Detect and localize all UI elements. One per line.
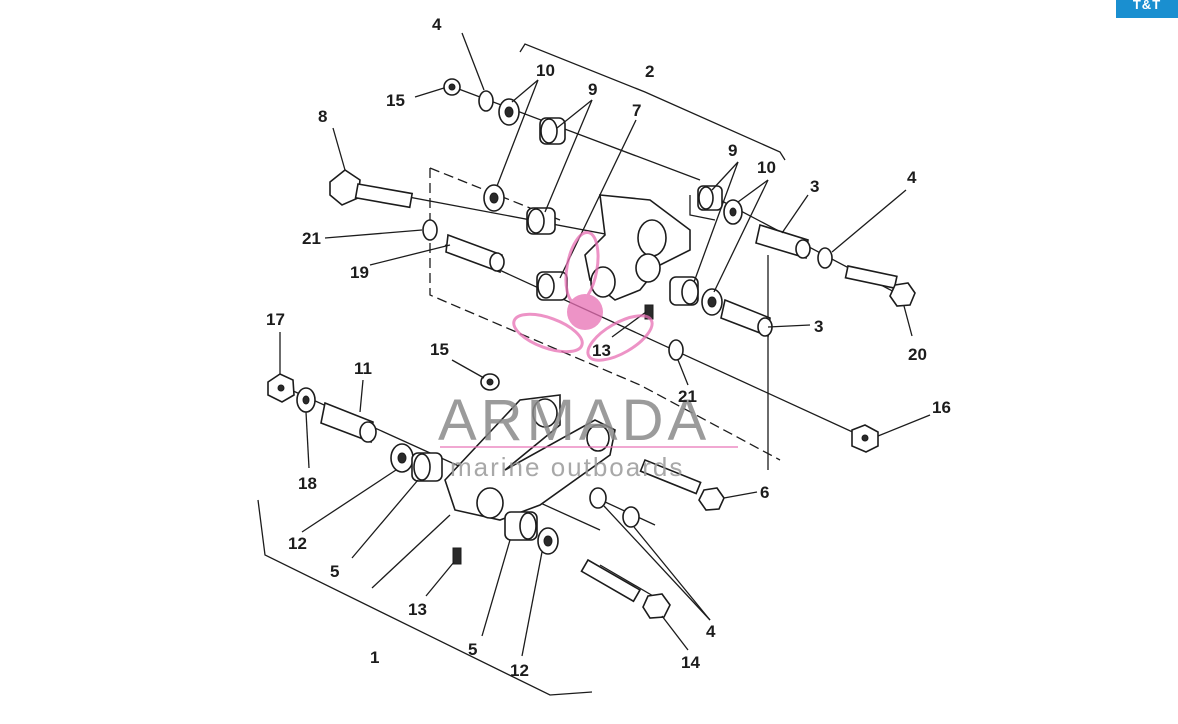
callout-10: 10 <box>536 61 555 80</box>
watermark-tagline: marine outboards <box>450 452 684 482</box>
corner-tab: T&T <box>1116 0 1178 18</box>
callout-5: 5 <box>330 562 339 581</box>
bushing-10-right <box>723 199 743 225</box>
callout-1: 1 <box>370 648 379 667</box>
bushing-12-right <box>537 527 559 555</box>
clip-21-left <box>422 219 438 241</box>
sleeve-11 <box>320 401 377 444</box>
bushing-12-left <box>390 443 414 473</box>
callout-12: 12 <box>288 534 307 553</box>
nut-16 <box>851 424 879 453</box>
callout-4: 4 <box>706 622 716 641</box>
callout-15: 15 <box>386 91 405 110</box>
callout-9: 9 <box>588 80 597 99</box>
callout-17: 17 <box>266 310 285 329</box>
callout-9: 9 <box>728 141 737 160</box>
bushing-5-left <box>411 452 443 482</box>
bushing-9-mid <box>526 207 556 235</box>
callout-4: 4 <box>907 168 917 187</box>
sleeve-3-upper <box>755 223 811 260</box>
watermark-brand: ARMADA <box>438 388 710 453</box>
bushing-5-right <box>504 511 538 541</box>
callout-19: 19 <box>350 263 369 282</box>
bushing-9-upper <box>539 117 566 145</box>
sleeve-19 <box>445 233 505 274</box>
callout-21: 21 <box>678 387 697 406</box>
callout-12: 12 <box>510 661 529 680</box>
washer-4-lower-a <box>589 487 607 509</box>
callout-labels: 4 15 10 2 9 7 8 9 10 3 4 21 19 3 20 13 2… <box>266 15 951 680</box>
washer-18 <box>296 387 316 413</box>
callout-18: 18 <box>298 474 317 493</box>
callout-8: 8 <box>318 107 327 126</box>
callout-13: 13 <box>592 341 611 360</box>
bushing-9-right-low <box>669 276 699 306</box>
bushing-10-upper <box>498 98 520 126</box>
nut-17 <box>267 373 295 403</box>
clip-21-right <box>668 339 684 361</box>
washer-4-right <box>817 247 833 269</box>
callout-11: 11 <box>354 359 372 378</box>
bushing-10-mid <box>483 184 505 212</box>
nut-15-lower <box>480 373 500 391</box>
callout-14: 14 <box>681 653 700 672</box>
callout-3: 3 <box>814 317 823 336</box>
assembly-bracket-1 <box>257 499 593 696</box>
nut-15-upper <box>443 78 461 96</box>
bolt-14 <box>580 558 671 619</box>
callout-3: 3 <box>810 177 819 196</box>
corner-tab-text: T&T <box>1132 0 1162 12</box>
callout-5: 5 <box>468 640 477 659</box>
bolt-20 <box>844 265 916 307</box>
callout-13: 13 <box>408 600 427 619</box>
assembly-bracket-2 <box>519 43 786 161</box>
bushing-10-right-low <box>701 288 723 316</box>
leader-lines <box>279 32 931 657</box>
armada-logo-icon <box>512 230 654 362</box>
sleeve-3-lower <box>720 298 773 338</box>
callout-10: 10 <box>757 158 776 177</box>
callout-2: 2 <box>645 62 654 81</box>
washer-4-upper <box>478 90 494 112</box>
callout-15: 15 <box>430 340 449 359</box>
callout-4: 4 <box>432 15 442 34</box>
callout-21: 21 <box>302 229 321 248</box>
callout-7: 7 <box>632 101 641 120</box>
fitting-13-lower <box>452 547 462 565</box>
callout-6: 6 <box>760 483 769 502</box>
callout-20: 20 <box>908 345 927 364</box>
callout-16: 16 <box>932 398 951 417</box>
bushing-9-right <box>697 185 723 211</box>
bolt-8 <box>329 169 414 209</box>
link-arm <box>444 394 616 521</box>
bushing-9-lower <box>536 271 568 301</box>
bolt-6 <box>639 458 725 511</box>
washer-4-lower-b <box>622 506 640 528</box>
